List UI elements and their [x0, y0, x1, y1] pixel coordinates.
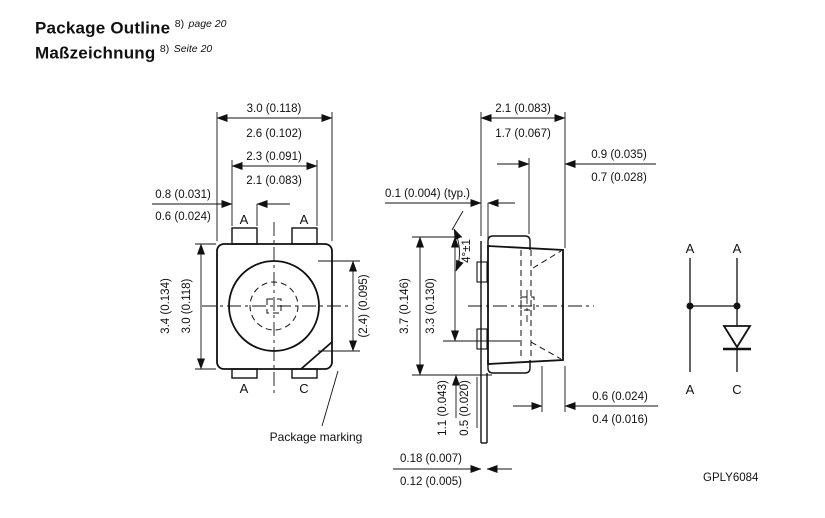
dim-body-height-min: 3.0 (0.118)	[181, 278, 193, 333]
pin-label-top-right: A	[300, 212, 309, 227]
side-view-dimension-lines	[385, 114, 658, 473]
dim-pad-span-max: 2.3 (0.091)	[246, 151, 302, 163]
footnote-ref-de: Seite 20	[173, 43, 213, 56]
lead-angle-reference	[451, 210, 464, 231]
dim-lead-thickness-min: 0.12 (0.005)	[400, 476, 462, 488]
package-marking-note: Package marking	[270, 430, 363, 444]
dim-depth-max: 2.1 (0.083)	[495, 103, 551, 115]
side-view-centerlines	[468, 290, 594, 322]
top-view-dimension-lines	[152, 114, 357, 427]
dim-pad-width-max: 0.8 (0.031)	[155, 189, 211, 201]
dim-lead-length-min: 0.5 (0.020)	[459, 380, 471, 436]
pad-bottom-left	[231, 368, 258, 379]
footnote-mark: 8)	[174, 18, 185, 30]
lead-step-upper	[476, 261, 488, 283]
dim-depth-min: 1.7 (0.067)	[495, 128, 551, 140]
title-english: Package Outline	[35, 18, 171, 38]
bottom-lead-tab	[487, 360, 531, 374]
title-block: Package Outline 8) page 20 Maßzeichnung …	[35, 14, 227, 65]
side-view: 2.1 (0.083) 1.7 (0.067) 0.9 (0.035) 0.7 …	[385, 103, 658, 488]
pad-top-right	[291, 227, 318, 245]
top-view-body	[216, 227, 333, 379]
pad-top-left	[231, 227, 258, 245]
diode-symbol	[722, 325, 752, 351]
dim-foot-len-min: 0.4 (0.016)	[592, 414, 648, 426]
lead-step-lower	[476, 328, 488, 350]
dim-body-width-max: 3.0 (0.118)	[247, 103, 302, 115]
footnote-ref: page 20	[188, 18, 227, 30]
schematic-symbol: A A A C	[686, 241, 752, 397]
dim-lead-thickness-max: 0.18 (0.007)	[400, 453, 462, 465]
pad-bottom-right	[291, 368, 318, 379]
dim-height-max: 3.7 (0.146)	[399, 278, 411, 334]
drawing-code: GPLY6084	[703, 472, 759, 484]
schematic-pin-top-left: A	[686, 241, 695, 256]
side-view-hidden-lines	[520, 250, 562, 360]
dim-pad-width-min: 0.6 (0.024)	[155, 211, 211, 223]
dim-lens-diameter: (2.4) (0.095)	[358, 274, 370, 337]
side-view-body	[476, 235, 564, 444]
pin-label-bottom-left: A	[240, 381, 249, 396]
dim-body-height-max: 3.4 (0.134)	[160, 278, 172, 334]
dim-lead-angle: 4°±1	[461, 239, 473, 263]
cathode-chamfer	[300, 341, 333, 370]
pin-label-top-left: A	[240, 212, 249, 227]
dim-lead-top-max: 0.9 (0.035)	[591, 149, 647, 161]
footnote-mark-de: 8)	[159, 43, 170, 56]
top-view-centerlines	[202, 222, 348, 396]
dim-lead-length-max: 1.1 (0.043)	[437, 380, 449, 436]
dim-height-min: 3.3 (0.130)	[425, 278, 437, 334]
dim-standoff-typ: 0.1 (0.004) (typ.)	[385, 188, 470, 200]
junction-dot-right	[733, 302, 741, 310]
schematic-wires	[686, 258, 741, 372]
schematic-pin-top-right: A	[733, 241, 742, 256]
title-german: Maßzeichnung	[35, 43, 156, 63]
dim-foot-len-max: 0.6 (0.024)	[592, 391, 648, 403]
schematic-pin-bottom-right: C	[732, 382, 741, 397]
marking-leader-line	[321, 370, 339, 427]
junction-dot-left	[686, 302, 694, 310]
top-view: 3.0 (0.118) 2.6 (0.102) 2.3 (0.091) 2.1 …	[152, 103, 370, 444]
dim-pad-span-min: 2.1 (0.083)	[246, 175, 302, 187]
pin-label-bottom-right: C	[299, 381, 308, 396]
dim-body-width-min: 2.6 (0.102)	[246, 128, 302, 140]
die-hidden-outline	[520, 296, 535, 311]
schematic-pin-bottom-left: A	[686, 382, 695, 397]
dim-lead-top-min: 0.7 (0.028)	[591, 172, 647, 184]
